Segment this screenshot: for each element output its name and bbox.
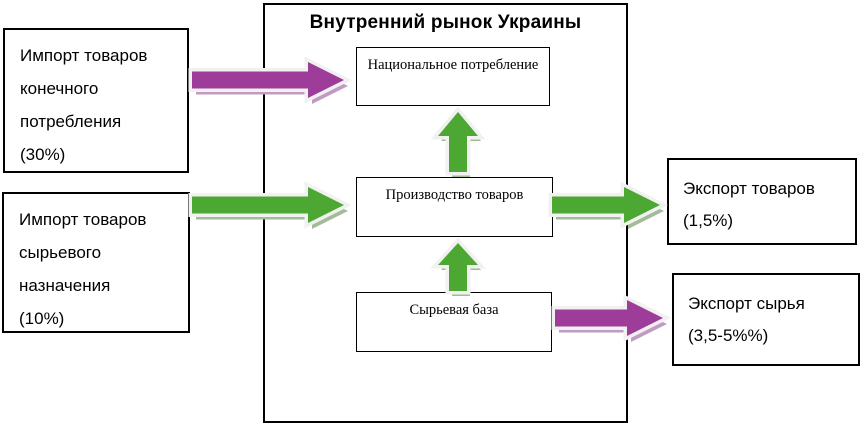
box-line: (1,5%) xyxy=(683,211,734,230)
box-line: Экспорт товаров xyxy=(683,179,815,198)
raw-material-base-box: Сырьевая база xyxy=(356,292,552,352)
export-goods-box: Экспорт товаров (1,5%) xyxy=(667,158,857,245)
base-to-production-arrow-icon xyxy=(430,237,486,296)
import-raw-materials-arrow-icon xyxy=(188,181,352,229)
box-line: (3,5-5%%) xyxy=(688,326,769,345)
export-goods-arrow-icon xyxy=(548,181,668,229)
box-line: (10%) xyxy=(19,309,65,328)
box-line: потребления xyxy=(20,112,122,131)
box-line: конечного xyxy=(20,79,99,98)
box-line: Импорт товаров xyxy=(19,210,147,229)
import-raw-materials-box: Импорт товаров сырьевого назначения (10%… xyxy=(2,192,190,333)
export-raw-materials-box: Экспорт сырья (3,5-5%%) xyxy=(672,273,860,366)
box-line: Импорт товаров xyxy=(20,46,148,65)
box-line: (30%) xyxy=(20,145,66,164)
box-line: Экспорт сырья xyxy=(688,294,805,313)
box-line: сырьевого xyxy=(19,243,102,262)
export-raw-materials-arrow-icon xyxy=(551,294,671,342)
import-consumer-goods-arrow-icon xyxy=(188,56,352,104)
import-consumer-goods-box: Импорт товаров конечного потребления (30… xyxy=(3,28,189,173)
national-consumption-box: Национальное потребление xyxy=(356,47,550,106)
box-line: назначения xyxy=(19,276,111,295)
goods-production-box: Производство товаров xyxy=(356,177,553,237)
production-to-consumption-arrow-icon xyxy=(430,106,486,177)
diagram-title: Внутренний рынок Украины xyxy=(309,12,582,33)
